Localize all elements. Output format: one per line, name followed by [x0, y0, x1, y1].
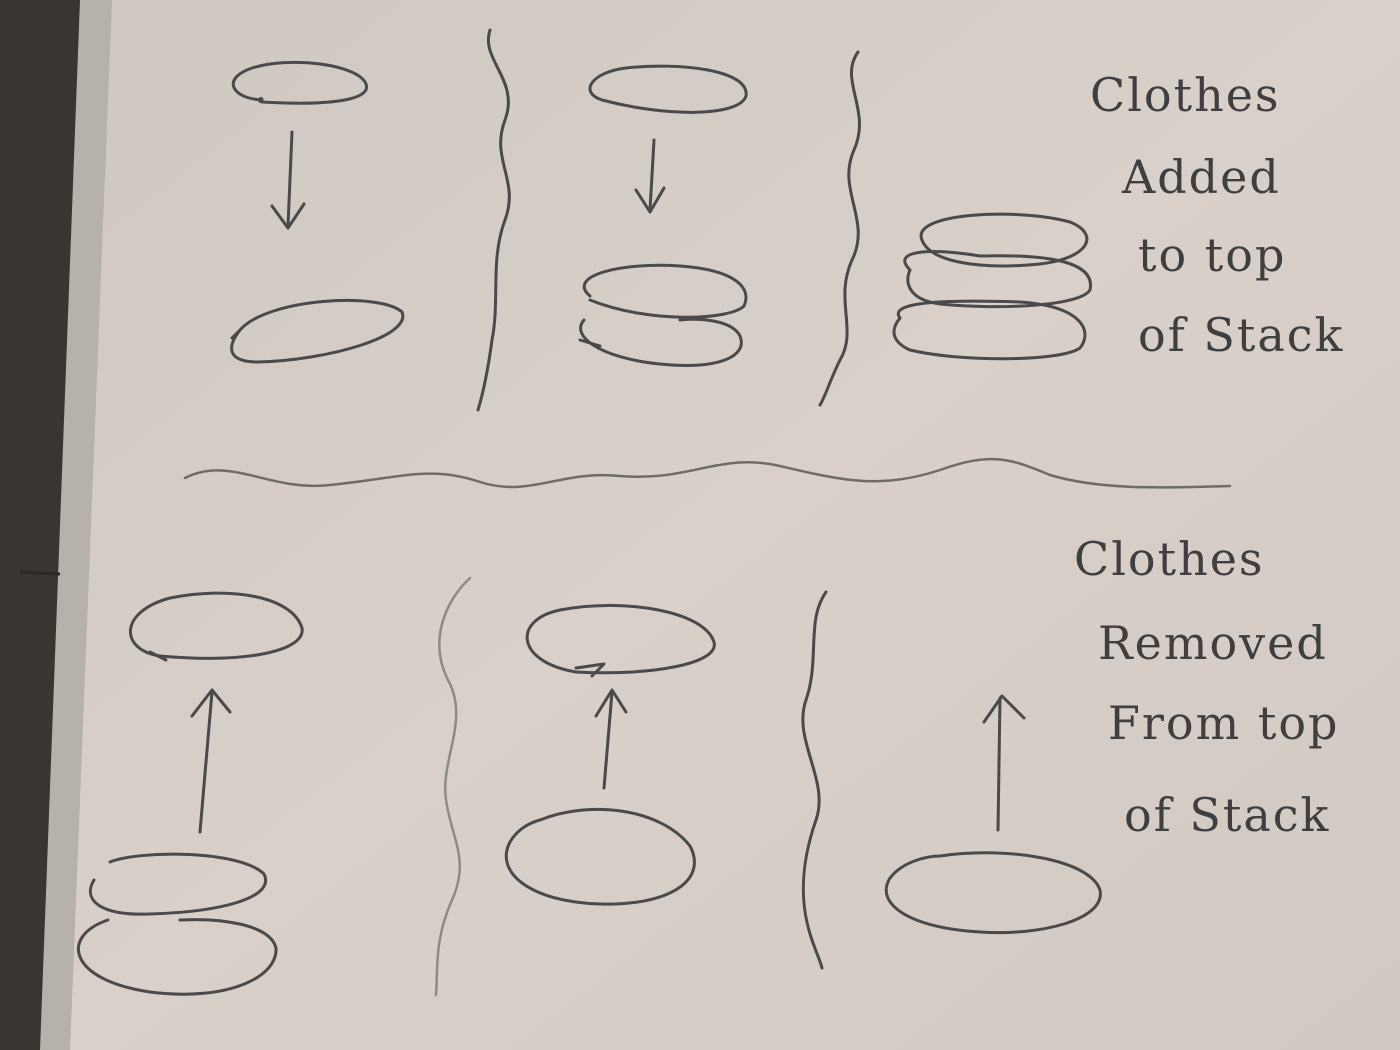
- bottom-caption-line3: From top: [1108, 696, 1340, 750]
- clothes-item-base: [230, 299, 405, 364]
- top-caption-line2: Added: [1122, 150, 1281, 204]
- clothes-item-stack-middle: [903, 250, 1092, 309]
- arrow-up-icon: [996, 696, 1002, 832]
- bottom-caption-line1: Clothes: [1074, 532, 1265, 586]
- arrow-up-icon-head: [982, 694, 1026, 724]
- arrow-up-icon-head: [594, 688, 628, 718]
- section-divider-wavy: [183, 457, 1232, 489]
- bottom-caption-line2: Removed: [1098, 616, 1328, 670]
- clothes-item-falling: [231, 60, 368, 105]
- clothes-item-stack-top: [919, 212, 1089, 268]
- arrow-down-icon: [286, 130, 294, 228]
- bottom-panel-1: [77, 591, 304, 996]
- arrow-down-icon-head: [634, 186, 666, 214]
- clothes-item-stack-bottom: [77, 918, 278, 996]
- bottom-panel-3: [884, 694, 1102, 935]
- clothes-item-stack-top: [582, 263, 748, 319]
- divider-wavy-4: [801, 590, 828, 970]
- top-panel-3: [892, 212, 1092, 361]
- divider-wavy-1: [476, 28, 511, 412]
- clothes-item-lifted: [525, 603, 716, 678]
- top-caption-line3: to top: [1138, 228, 1287, 282]
- bottom-panel-2: [504, 603, 716, 906]
- clothes-item-last: [884, 851, 1102, 935]
- board-frame-edge: [40, 0, 112, 1050]
- clothes-item-lifted: [129, 591, 304, 662]
- arrow-up-icon: [602, 690, 614, 790]
- divider-wavy-3: [434, 576, 472, 997]
- clothes-item-remaining: [504, 807, 696, 906]
- clothes-item-stack-top: [88, 852, 268, 916]
- top-panel-1: [230, 60, 405, 364]
- clothes-item-stack-bottom: [892, 299, 1087, 361]
- arrow-up-icon: [198, 690, 214, 834]
- arrow-down-icon: [648, 138, 656, 212]
- arrow-up-icon-head: [190, 688, 232, 718]
- top-caption-line4: of Stack: [1138, 308, 1345, 362]
- divider-wavy-2: [818, 50, 861, 407]
- clothes-item-stack-bottom: [578, 317, 743, 367]
- clothes-item-falling: [588, 64, 748, 114]
- bottom-caption-line4: of Stack: [1124, 788, 1331, 842]
- top-panel-2: [578, 64, 748, 367]
- top-caption-line1: Clothes: [1090, 68, 1281, 122]
- arrow-down-icon-head: [270, 202, 306, 230]
